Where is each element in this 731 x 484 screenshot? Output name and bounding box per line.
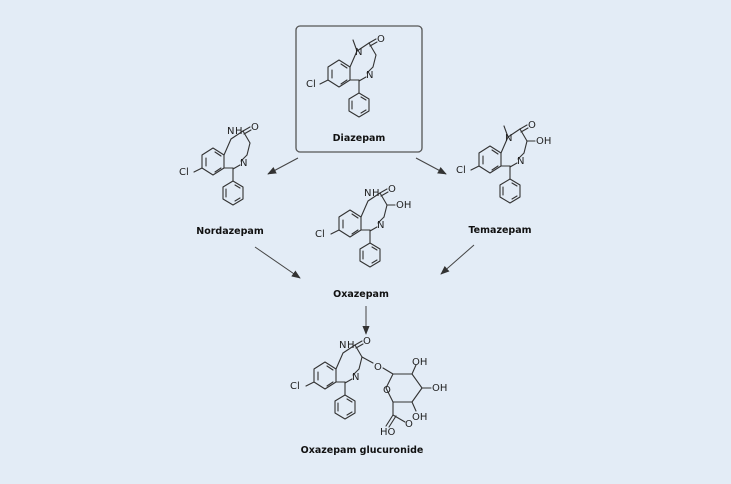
glucuronide-oh-1: OH (412, 357, 427, 368)
arrow-diazepam-to-nordazepam (267, 157, 299, 175)
nordazepam-h: H (235, 126, 243, 137)
diazepam-structure (319, 38, 378, 118)
glucuronide-n1: N (339, 340, 346, 351)
temazepam-n1: N (505, 133, 512, 144)
temazepam-structure (470, 124, 536, 204)
arrow-temazepam-to-oxazepam (440, 244, 475, 275)
glucuronide-label: Oxazepam glucuronide (301, 445, 424, 456)
glucuronide-structure (305, 340, 432, 428)
glucuronide-oh-2: OH (432, 383, 447, 394)
nordazepam-cl: Cl (179, 167, 189, 178)
nordazepam-o: O (251, 122, 259, 133)
glucuronide-oh-3: OH (412, 412, 427, 423)
diazepam-label: Diazepam (333, 133, 386, 144)
glucuronide-acid-o: O (405, 419, 413, 430)
nordazepam-label: Nordazepam (196, 226, 264, 237)
nordazepam-structure (193, 126, 252, 206)
glucuronide-ether-o: O (374, 362, 382, 373)
oxazepam-oh: OH (396, 200, 411, 211)
oxazepam-o: O (388, 184, 396, 195)
oxazepam-structure (330, 188, 396, 268)
diazepam-box (295, 25, 423, 153)
glucuronide-acid-ho: HO (380, 427, 396, 438)
oxazepam-n1: N (364, 188, 371, 199)
glucuronide-cl: Cl (290, 381, 300, 392)
oxazepam-h: H (372, 188, 380, 199)
diazepam-n1: N (355, 47, 362, 58)
temazepam-n4: N (517, 156, 524, 167)
arrow-nordazepam-to-oxazepam (254, 246, 301, 279)
temazepam-label: Temazepam (468, 225, 531, 236)
glucuronide-h: H (347, 340, 355, 351)
oxazepam-label: Oxazepam (333, 289, 389, 300)
oxazepam-cl: Cl (315, 229, 325, 240)
glucuronide-o: O (363, 336, 371, 347)
nordazepam-n4: N (240, 158, 247, 169)
temazepam-oh: OH (536, 136, 551, 147)
temazepam-cl: Cl (456, 165, 466, 176)
diazepam-o: O (377, 34, 385, 45)
diazepam-n4: N (366, 70, 373, 81)
nordazepam-n1: N (227, 126, 234, 137)
arrow-diazepam-to-temazepam (415, 157, 447, 175)
temazepam-o: O (528, 120, 536, 131)
diazepam-cl: Cl (306, 79, 316, 90)
glucuronide-ring-o: O (383, 385, 391, 396)
glucuronide-n4: N (352, 372, 359, 383)
oxazepam-n4: N (377, 220, 384, 231)
